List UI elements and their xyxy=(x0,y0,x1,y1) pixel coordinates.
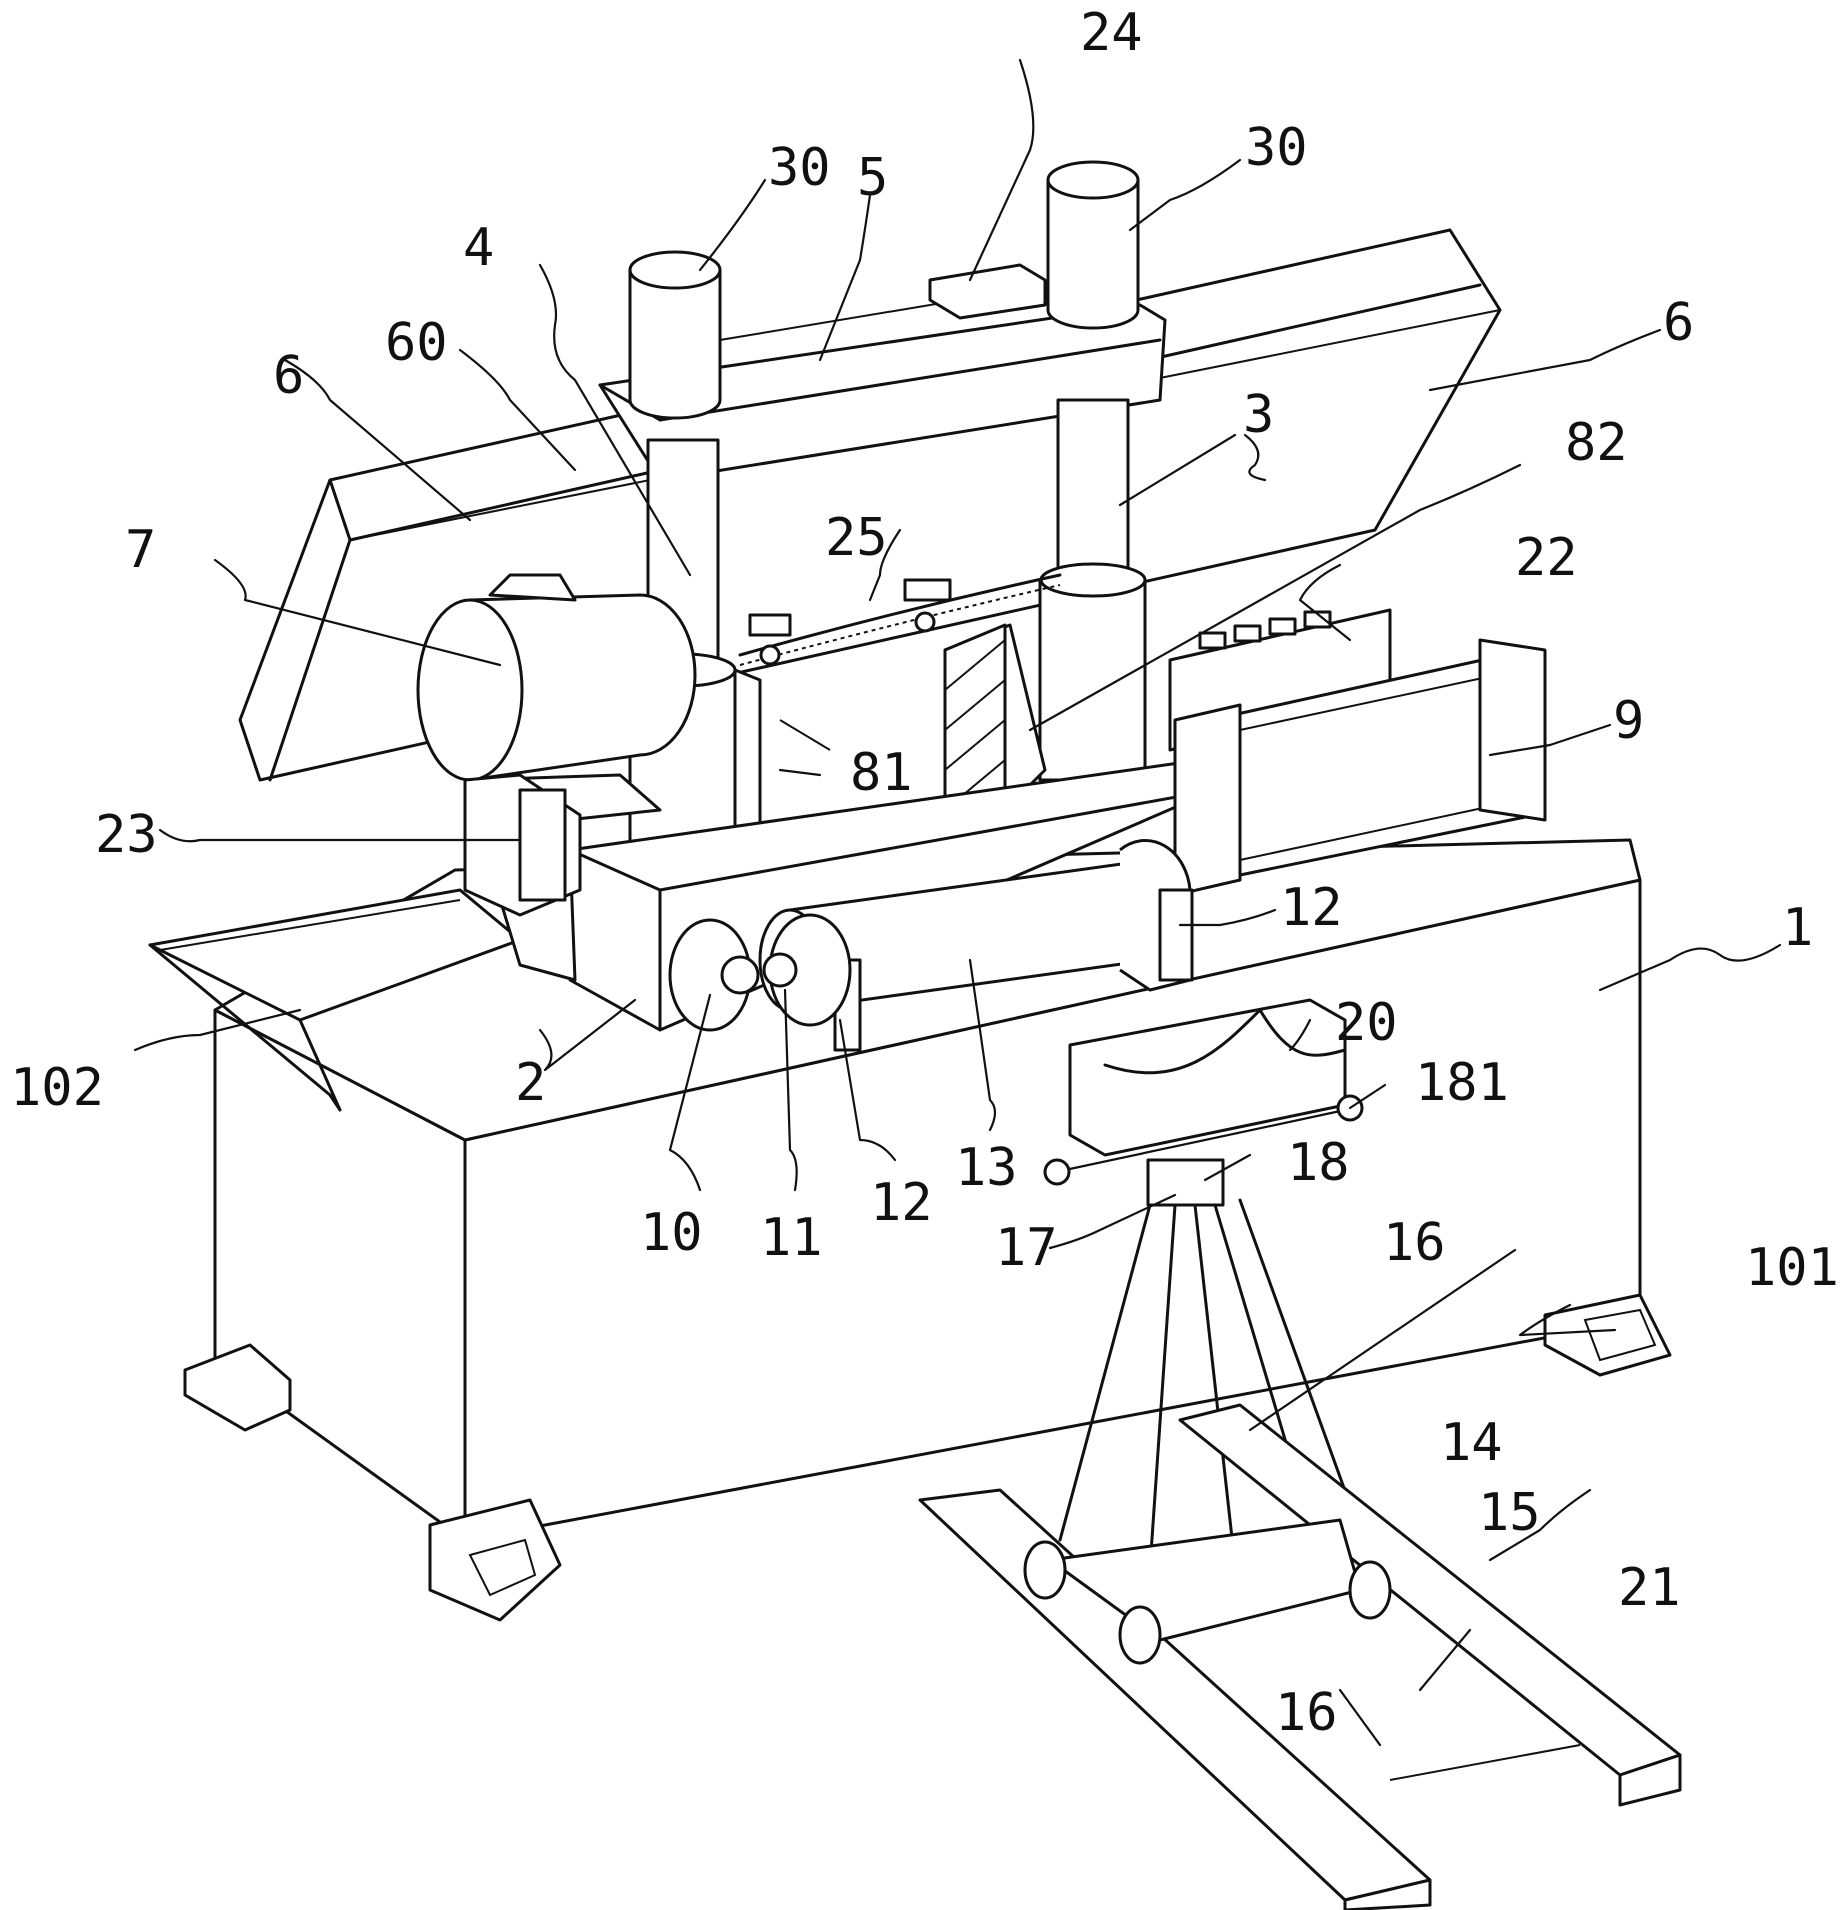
label-3: 3 xyxy=(1243,385,1274,445)
label-9: 9 xyxy=(1613,691,1644,751)
label-82: 82 xyxy=(1565,413,1628,473)
label-13: 13 xyxy=(955,1138,1018,1198)
label-10: 10 xyxy=(640,1203,703,1263)
side-block xyxy=(465,775,580,915)
label-18: 18 xyxy=(1287,1133,1350,1193)
label-11: 11 xyxy=(760,1208,823,1268)
label-1: 1 xyxy=(1782,898,1813,958)
label-5: 5 xyxy=(857,148,888,208)
label-12a: 12 xyxy=(1280,878,1343,938)
label-21: 21 xyxy=(1618,1558,1681,1618)
label-12b: 12 xyxy=(870,1173,933,1233)
label-30a: 30 xyxy=(768,138,831,198)
label-20: 20 xyxy=(1335,993,1398,1053)
label-30b: 30 xyxy=(1245,118,1308,178)
label-25: 25 xyxy=(825,508,888,568)
cart-and-rails xyxy=(920,1405,1680,1910)
label-81: 81 xyxy=(850,743,913,803)
label-24: 24 xyxy=(1080,3,1143,63)
hatched-vise-jaw xyxy=(945,625,1005,815)
label-16b: 16 xyxy=(1275,1683,1338,1743)
label-22: 22 xyxy=(1515,528,1578,588)
label-23: 23 xyxy=(95,805,158,865)
label-16a: 16 xyxy=(1383,1213,1446,1273)
label-6a: 6 xyxy=(273,346,304,406)
motor xyxy=(418,575,695,780)
label-7: 7 xyxy=(125,520,156,580)
label-14: 14 xyxy=(1440,1413,1503,1473)
label-2: 2 xyxy=(515,1053,546,1113)
label-181: 181 xyxy=(1415,1053,1509,1113)
label-60: 60 xyxy=(385,313,448,373)
label-6b: 6 xyxy=(1663,293,1694,353)
label-17: 17 xyxy=(995,1218,1058,1278)
label-101: 101 xyxy=(1745,1238,1839,1298)
label-102: 102 xyxy=(10,1058,104,1118)
label-4: 4 xyxy=(463,218,494,278)
label-15: 15 xyxy=(1478,1483,1541,1543)
